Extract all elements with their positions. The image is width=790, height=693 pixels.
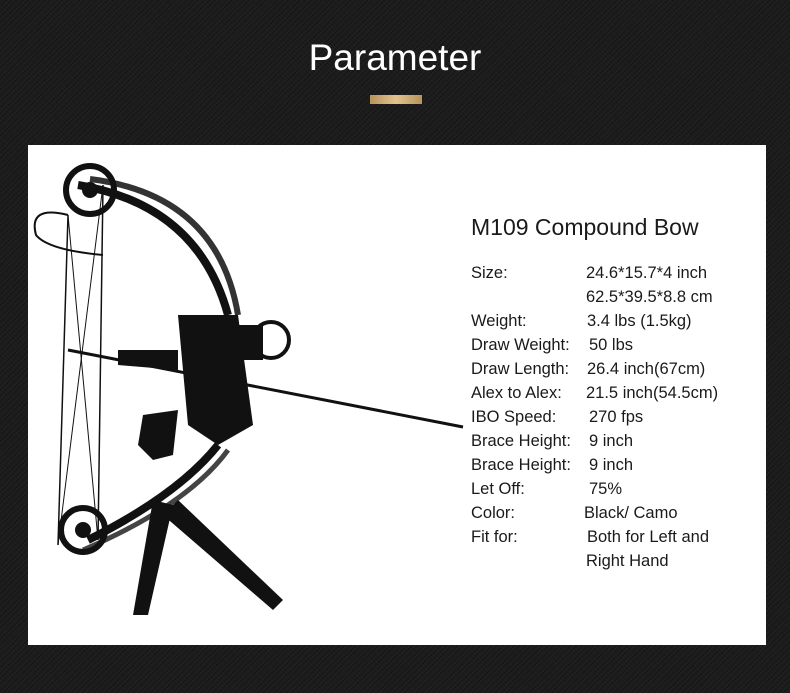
spec-value: 21.5 inch(54.5cm)	[586, 384, 719, 402]
spec-row: Color: Black/ Camo	[471, 501, 699, 525]
spec-value: 26.4 inch(67cm)	[587, 360, 706, 378]
spec-label: Brace Height:	[471, 432, 571, 450]
page-title: Parameter	[308, 37, 482, 78]
spec-value: Right Hand	[586, 552, 669, 570]
spec-block: M109 Compound Bow Size: 24.6*15.7*4 inch 6…	[471, 213, 718, 573]
spec-row: IBO Speed: 270 fps	[471, 405, 699, 429]
title-accent-bar	[370, 95, 422, 104]
spec-value: 62.5*39.5*8.8 cm	[586, 288, 713, 306]
spec-row: Draw Length: 26.4 inch(67cm)	[471, 357, 705, 381]
spec-value: 75%	[589, 480, 623, 498]
spec-row: Alex to Alex: 21.5 inch(54.5cm)	[471, 381, 718, 405]
spec-label: Fit for:	[471, 528, 518, 546]
spec-label: Alex to Alex:	[471, 384, 562, 402]
spec-value: 9 inch	[589, 456, 634, 474]
spec-value: 24.6*15.7*4 inch	[586, 264, 708, 282]
spec-list: Size: 24.6*15.7*4 inch 62.5*39.5*8.8 cm Wei…	[471, 261, 718, 573]
spec-value: 50 lbs	[589, 336, 634, 354]
spec-value: Both for Left and	[587, 528, 710, 546]
spec-label: IBO Speed:	[471, 408, 557, 426]
spec-row: Let Off: 75%	[471, 477, 699, 501]
spec-label: Brace Height:	[471, 456, 571, 474]
spec-value: Black/ Camo	[584, 504, 678, 522]
spec-label: Weight:	[471, 312, 527, 330]
spec-label: Draw Length:	[471, 360, 570, 378]
product-panel: M109 Compound Bow Size: 24.6*15.7*4 inch 6…	[28, 145, 766, 645]
spec-row: Fit for: Both for Left and	[471, 525, 709, 549]
spec-value: 270 fps	[589, 408, 644, 426]
spec-value: 3.4 lbs (1.5kg)	[587, 312, 692, 330]
spec-row: 62.5*39.5*8.8 cm	[471, 285, 713, 309]
spec-label: Draw Weight:	[471, 336, 570, 354]
spec-label: Let Off:	[471, 480, 525, 498]
spec-row: Weight: 3.4 lbs (1.5kg)	[471, 309, 699, 333]
spec-value: 9 inch	[589, 432, 634, 450]
spec-row: Draw Weight: 50 lbs	[471, 333, 699, 357]
spec-label: Size:	[471, 264, 508, 282]
spec-row: Brace Height: 9 inch	[471, 453, 699, 477]
spec-label: Color:	[471, 504, 516, 522]
spec-row: Right Hand	[471, 549, 699, 573]
product-title: M109 Compound Bow	[471, 214, 699, 240]
spec-row: Brace Height: 9 inch	[471, 429, 699, 453]
spec-row: Size: 24.6*15.7*4 inch	[471, 261, 707, 285]
compound-bow-image	[33, 163, 464, 615]
